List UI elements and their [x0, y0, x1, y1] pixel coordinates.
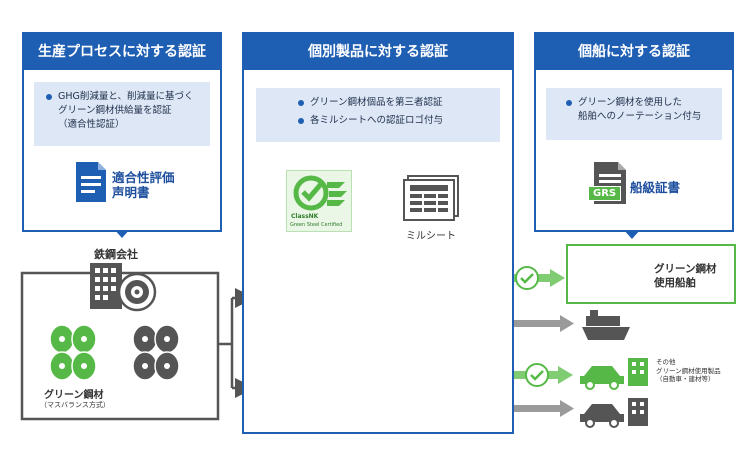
process-bullet-line-3: （適合性認証） — [58, 119, 125, 130]
other-products-line-3: （自動車・建材等） — [656, 375, 715, 383]
process-bullet: GHG削減量と、削減量に基づく グリーン鋼材供給量を認証 （適合性認証） — [44, 90, 200, 132]
millsheet-icon — [403, 175, 459, 221]
green-ship-box — [566, 244, 736, 304]
conventional-ship-icon — [582, 310, 630, 340]
product-info-box: グリーン鋼材個品を第三者認証 各ミルシートへの認証ロゴ付与 — [256, 88, 500, 142]
ship-bullet-line-1: グリーン鋼材を使用した — [578, 97, 683, 108]
process-info-box: GHG削減量と、削減量に基づく グリーン鋼材供給量を認証 （適合性認証） — [34, 82, 210, 146]
row-a-green-arrow — [498, 266, 565, 290]
grs-badge: GRS — [588, 186, 622, 201]
conventional-car-building-icon — [580, 398, 648, 428]
company-a-name: A社 — [266, 286, 284, 297]
green-car-building-icon — [580, 358, 648, 390]
company-a-label: A社 （造船所） — [258, 286, 293, 310]
green-steel-certified-text: Green Steel Certified — [290, 222, 343, 228]
process-panel-title: 生産プロセスに対する認証 — [24, 34, 220, 70]
conformity-statement-doc-icon — [76, 162, 106, 202]
process-bullet-line-1: GHG削減量と、削減量に基づく — [58, 91, 194, 102]
conformity-statement-label-line-1: 適合性評価 — [112, 170, 175, 185]
steel-company-label: 鉄鋼会社 — [94, 248, 138, 261]
green-ship-label-line-2: 使用船舶 — [654, 277, 696, 289]
ship-bullet-line-2: 船舶へのノーテーション付与 — [578, 111, 702, 122]
company-b-label: B社 — [258, 377, 292, 389]
conformity-statement-label-line-2: 声明書 — [112, 185, 150, 200]
ship-panel-title: 個船に対する認証 — [536, 34, 732, 70]
green-steel-sub-label: （マスバランス方式） — [40, 401, 110, 409]
row-a-gray-arrow — [498, 315, 574, 332]
millsheet-label: ミルシート — [406, 231, 456, 242]
company-a-sub: （造船所） — [258, 300, 293, 308]
green-ship-label-line-1: グリーン鋼材 — [654, 263, 717, 275]
row-b-green-arrow — [498, 363, 573, 387]
product-bullet-1: グリーン鋼材個品を第三者認証 — [296, 96, 490, 110]
process-bullet-line-2: グリーン鋼材供給量を認証 — [58, 105, 172, 116]
green-steel-label: グリーン鋼材 — [44, 390, 104, 401]
classnk-logo-text: ClassNK — [291, 213, 319, 220]
other-products-line-1: その他 — [656, 358, 676, 366]
ship-info-box: グリーン鋼材を使用した 船舶へのノーテーション付与 — [546, 88, 722, 140]
classnk-check-icon — [293, 175, 347, 211]
conventional-coils-icon — [132, 324, 180, 381]
class-certificate-label: 船級証書 — [630, 180, 681, 195]
company-b-name: B社 — [266, 377, 284, 388]
product-bullet-2: 各ミルシートへの認証ロゴ付与 — [296, 114, 490, 128]
green-ship-label: グリーン鋼材 使用船舶 — [654, 262, 734, 290]
product-panel-title: 個別製品に対する認証 — [244, 34, 512, 70]
other-products-line-2: グリーン鋼材使用製品 — [656, 366, 721, 375]
ship-bullet: グリーン鋼材を使用した 船舶へのノーテーション付与 — [564, 96, 712, 124]
row-b-gray-arrow — [498, 400, 574, 417]
classnk-green-steel-logo: ClassNK Green Steel Certified — [286, 170, 352, 232]
steel-company-building-icon — [90, 263, 157, 312]
other-products-label: その他 グリーン鋼材使用製品 （自動車・建材等） — [656, 358, 748, 384]
conformity-statement-label: 適合性評価 声明書 — [112, 170, 202, 200]
green-coils-icon — [49, 324, 97, 381]
